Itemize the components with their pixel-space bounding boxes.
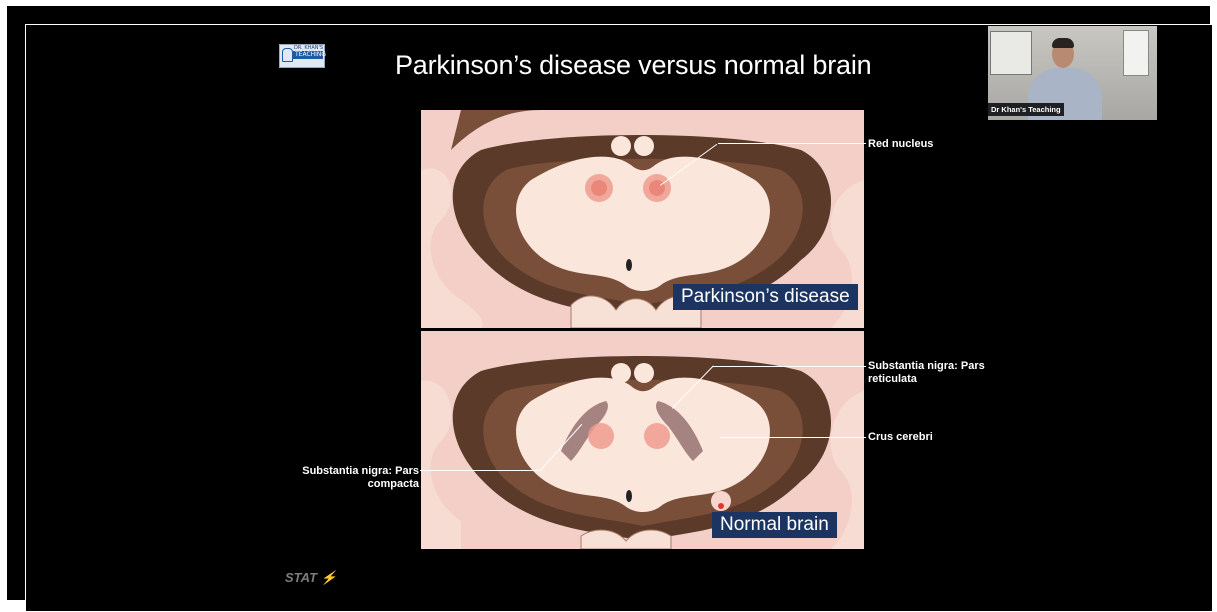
parkinsons-label: Parkinson’s disease (673, 284, 858, 310)
stat-watermark: STAT ⚡ (285, 570, 337, 586)
slide-title: Parkinson’s disease versus normal brain (395, 50, 871, 81)
logo-line2: TEACHING (295, 51, 326, 58)
teaching-logo: DR. KHAN'S TEACHING (279, 44, 325, 68)
presenter-webcam: Dr Khan's Teaching (988, 26, 1157, 120)
pars-compacta-annotation: Substantia nigra: Pars compacta (283, 465, 419, 491)
pars-reticulata-leader (713, 366, 866, 367)
pars-compacta-leader (420, 470, 540, 471)
presenter-hair (1052, 38, 1074, 48)
flipchart (1123, 30, 1149, 76)
normal-brain-label: Normal brain (712, 512, 837, 538)
logo-mark-icon (282, 48, 293, 62)
red-nucleus-leader (718, 143, 866, 144)
pointer-cursor-icon (718, 503, 724, 509)
crus-cerebri-annotation: Crus cerebri (868, 431, 933, 444)
webcam-caption: Dr Khan's Teaching (988, 103, 1064, 116)
pars-reticulata-annotation: Substantia nigra: Pars reticulata (868, 360, 1018, 386)
red-nucleus-annotation: Red nucleus (868, 138, 933, 151)
whiteboard (990, 31, 1032, 75)
crus-cerebri-leader (720, 437, 866, 438)
